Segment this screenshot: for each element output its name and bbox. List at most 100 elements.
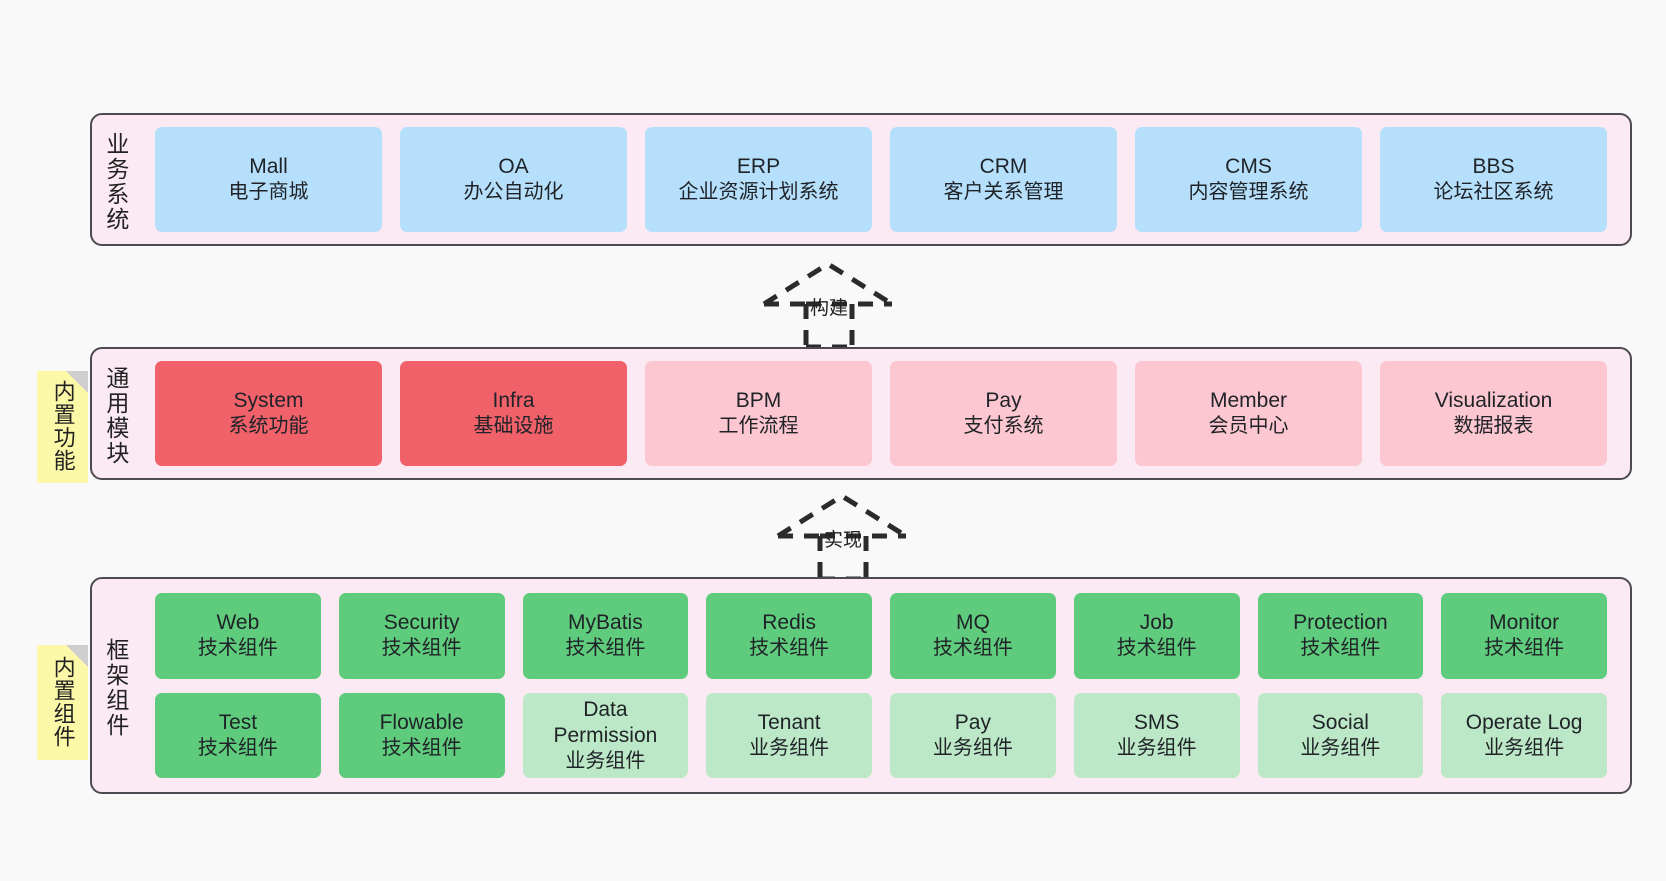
- sticky-note-text: 内置组件: [50, 655, 76, 748]
- card-title: Protection: [1293, 611, 1388, 635]
- layer-title-business: 业务系统: [102, 131, 129, 232]
- card-title: Pay: [954, 710, 991, 734]
- card-subtitle: 业务组件: [1484, 736, 1565, 759]
- connector-build-label: 构建: [810, 298, 849, 319]
- card-title: Social: [1311, 710, 1369, 734]
- card-pay[interactable]: Pay 支付系统: [890, 361, 1117, 466]
- card-title: Member: [1209, 388, 1288, 412]
- card-subtitle: 企业资源计划系统: [678, 181, 839, 204]
- card-title: Mall: [249, 154, 288, 178]
- card-oa[interactable]: OA 办公自动化: [400, 127, 627, 232]
- card-subtitle: 业务组件: [749, 736, 830, 759]
- card-bbs[interactable]: BBS 论坛社区系统: [1380, 127, 1607, 232]
- card-subtitle: 技术组件: [381, 637, 462, 660]
- card-security[interactable]: Security 技术组件: [338, 593, 505, 679]
- card-bpm[interactable]: BPM 工作流程: [645, 361, 872, 466]
- card-subtitle: 支付系统: [963, 415, 1044, 438]
- card-monitor[interactable]: Monitor 技术组件: [1441, 593, 1607, 679]
- card-social[interactable]: Social 业务组件: [1257, 692, 1424, 778]
- card-title: Monitor: [1489, 611, 1560, 635]
- card-subtitle: 内容管理系统: [1188, 181, 1309, 204]
- card-subtitle: 技术组件: [381, 736, 462, 759]
- card-title: Infra: [492, 388, 535, 412]
- card-system[interactable]: System 系统功能: [155, 361, 382, 466]
- card-row-business: Test 技术组件 Flowable 技术组件 Data Permission …: [146, 692, 1616, 778]
- card-group-common: System 系统功能 Infra 基础设施 BPM 工作流程 Pay 支付系统…: [138, 349, 1630, 478]
- card-pay-business[interactable]: Pay 业务组件: [890, 692, 1056, 778]
- card-group-business: Mall 电子商城 OA 办公自动化 ERP 企业资源计划系统 CRM 客户关系…: [138, 115, 1630, 244]
- sticky-note-builtin-component: 内置组件: [37, 645, 88, 760]
- card-mall[interactable]: Mall 电子商城: [155, 127, 382, 232]
- card-title: BBS: [1472, 154, 1515, 178]
- card-title: Web: [216, 611, 260, 635]
- card-subtitle: 客户关系管理: [943, 181, 1064, 204]
- card-subtitle: 论坛社区系统: [1433, 181, 1554, 204]
- card-web[interactable]: Web 技术组件: [155, 593, 321, 679]
- card-title: Redis: [762, 611, 816, 635]
- card-subtitle: 基础设施: [473, 415, 554, 438]
- card-title: Pay: [985, 388, 1022, 412]
- card-title: SMS: [1133, 710, 1180, 734]
- card-redis[interactable]: Redis 技术组件: [706, 593, 872, 679]
- card-subtitle: 技术组件: [197, 736, 278, 759]
- card-group-framework: Web 技术组件 Security 技术组件 MyBatis 技术组件 Redi…: [138, 579, 1630, 792]
- card-title: Visualization: [1434, 388, 1553, 412]
- card-subtitle: 系统功能: [228, 415, 309, 438]
- card-title: BPM: [735, 388, 782, 412]
- card-title: Operate Log: [1465, 710, 1583, 734]
- layer-title-common: 通用模块: [102, 365, 129, 466]
- card-title: CMS: [1225, 154, 1272, 178]
- card-title: Job: [1139, 611, 1174, 635]
- card-subtitle: 业务组件: [565, 750, 646, 772]
- card-data-permission[interactable]: Data Permission 业务组件: [522, 692, 689, 778]
- card-title: Security: [383, 611, 460, 635]
- card-subtitle: 工作流程: [718, 415, 799, 438]
- card-job[interactable]: Job 技术组件: [1073, 593, 1240, 679]
- card-subtitle: 业务组件: [1300, 736, 1381, 759]
- card-title: Data Permission: [553, 697, 658, 747]
- card-protection[interactable]: Protection 技术组件: [1257, 593, 1424, 679]
- card-mq[interactable]: MQ 技术组件: [890, 593, 1056, 679]
- card-subtitle: 业务组件: [1116, 736, 1197, 759]
- connector-implement-label: 实现: [824, 530, 863, 551]
- layer-title-framework: 框架组件: [102, 637, 129, 738]
- card-title: CRM: [979, 154, 1028, 178]
- card-visualization[interactable]: Visualization 数据报表: [1380, 361, 1607, 466]
- card-subtitle: 技术组件: [932, 637, 1013, 660]
- connector-implement-arrow: 实现: [774, 490, 934, 582]
- layer-framework-component: 框架组件 Web 技术组件 Security 技术组件 MyBatis 技术组件…: [90, 577, 1632, 794]
- card-subtitle: 办公自动化: [463, 181, 564, 204]
- layer-business-system: 业务系统 Mall 电子商城 OA 办公自动化 ERP 企业资源计划系统 CRM…: [90, 113, 1632, 246]
- card-erp[interactable]: ERP 企业资源计划系统: [645, 127, 872, 232]
- card-title: MQ: [955, 611, 990, 635]
- card-title: Test: [218, 710, 258, 734]
- card-subtitle: 会员中心: [1208, 415, 1289, 438]
- card-title: ERP: [736, 154, 781, 178]
- card-mybatis[interactable]: MyBatis 技术组件: [522, 593, 689, 679]
- card-subtitle: 数据报表: [1453, 415, 1534, 438]
- card-sms[interactable]: SMS 业务组件: [1073, 692, 1240, 778]
- card-subtitle: 技术组件: [1300, 637, 1381, 660]
- card-subtitle: 业务组件: [932, 736, 1013, 759]
- card-operate-log[interactable]: Operate Log 业务组件: [1441, 692, 1607, 778]
- card-subtitle: 技术组件: [749, 637, 830, 660]
- card-subtitle: 技术组件: [1116, 637, 1197, 660]
- card-crm[interactable]: CRM 客户关系管理: [890, 127, 1117, 232]
- card-subtitle: 技术组件: [197, 637, 278, 660]
- card-row-tech: Web 技术组件 Security 技术组件 MyBatis 技术组件 Redi…: [146, 593, 1616, 679]
- card-member[interactable]: Member 会员中心: [1135, 361, 1362, 466]
- layer-common-module: 通用模块 System 系统功能 Infra 基础设施 BPM 工作流程 Pay…: [90, 347, 1632, 480]
- card-subtitle: 技术组件: [1484, 637, 1565, 660]
- connector-build-arrow: 构建: [760, 258, 920, 350]
- sticky-note-text: 内置功能: [50, 380, 76, 472]
- card-title: MyBatis: [568, 611, 643, 635]
- card-title: OA: [498, 154, 529, 178]
- card-flowable[interactable]: Flowable 技术组件: [338, 692, 505, 778]
- card-tenant[interactable]: Tenant 业务组件: [706, 692, 872, 778]
- card-title: System: [233, 388, 304, 412]
- sticky-note-builtin-function: 内置功能: [37, 371, 88, 483]
- card-cms[interactable]: CMS 内容管理系统: [1135, 127, 1362, 232]
- card-subtitle: 技术组件: [565, 637, 646, 660]
- card-infra[interactable]: Infra 基础设施: [400, 361, 627, 466]
- card-test[interactable]: Test 技术组件: [155, 692, 321, 778]
